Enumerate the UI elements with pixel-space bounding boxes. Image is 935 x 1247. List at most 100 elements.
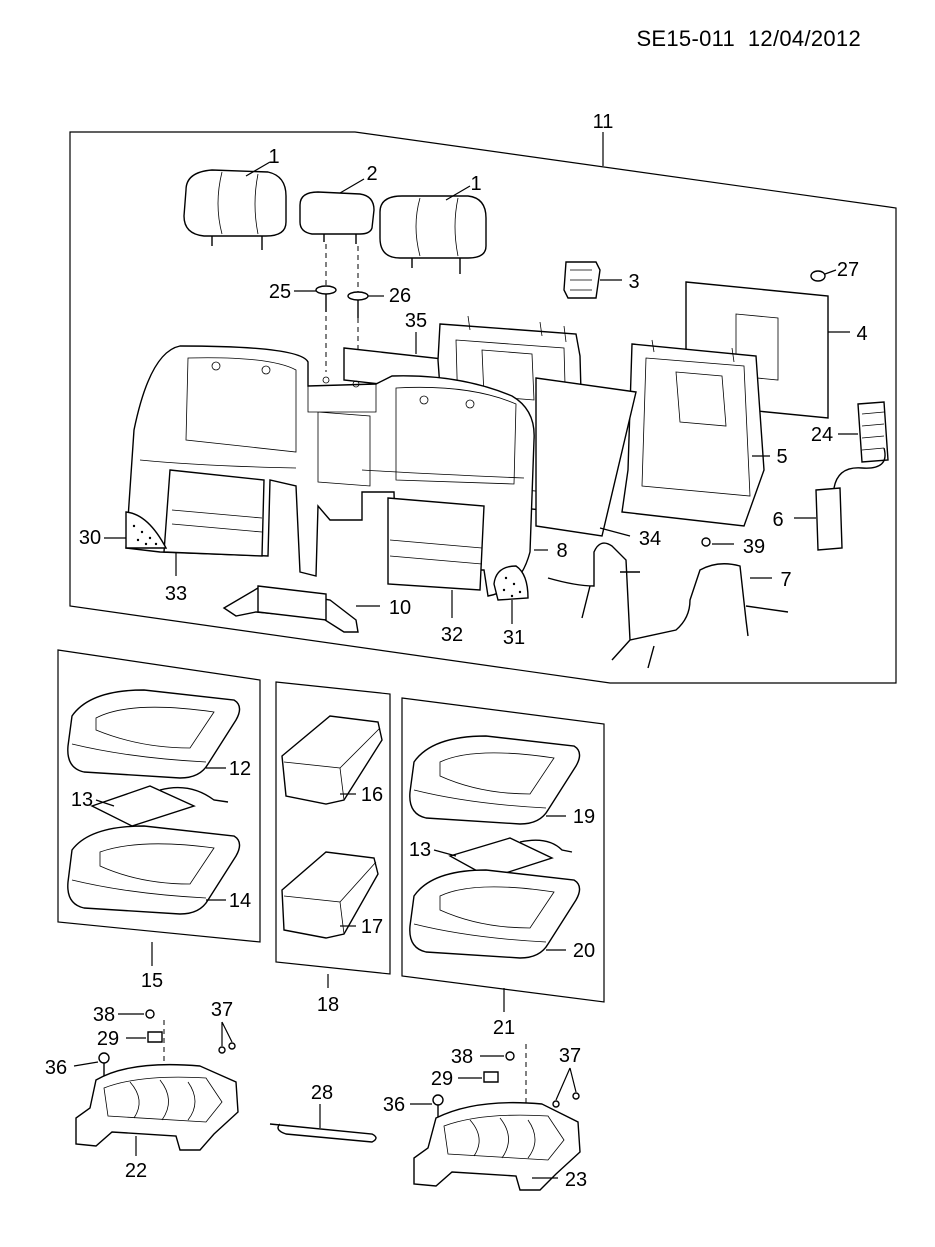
leader-37b [555,1067,577,1101]
pocket-panel-32[interactable] [387,497,485,591]
callout-15: 15 [141,970,163,992]
callout-30: 30 [79,527,101,549]
latch-release-3[interactable] [563,261,601,299]
seat-frame-23[interactable] [413,1101,581,1191]
heater-pad-13a[interactable] [90,785,229,827]
cap-27[interactable] [810,270,826,282]
leader-13b [433,849,457,857]
cushion-pad-14[interactable] [67,825,241,915]
module-6[interactable] [815,487,843,551]
callout-34: 34 [639,528,661,550]
callout-19: 19 [573,806,595,828]
callout-33: 33 [165,583,187,605]
callout-31: 31 [503,627,525,649]
callout-22: 22 [125,1160,147,1182]
leader-34 [599,527,631,537]
callout-3: 3 [628,271,639,293]
nut-38a[interactable] [145,1009,155,1019]
callout-26: 26 [389,285,411,307]
callout-37b: 37 [559,1045,581,1067]
seat-frame-22[interactable] [75,1063,239,1151]
callout-23: 23 [565,1169,587,1191]
leader-13a [95,799,115,807]
callout-17: 17 [361,916,383,938]
clip-29a[interactable] [147,1031,163,1043]
callout-1a: 1 [268,146,279,168]
callout-21: 21 [493,1017,515,1039]
wire-rod-28[interactable] [269,1123,377,1143]
bolt-36b[interactable] [432,1094,444,1118]
screw-39[interactable] [701,537,711,547]
pad-31-dots [502,576,522,598]
leader-37a [221,1021,233,1046]
pad-30[interactable] [125,511,168,549]
callout-27: 27 [837,259,859,281]
callout-10: 10 [389,597,411,619]
callout-18: 18 [317,994,339,1016]
callout-4: 4 [856,323,867,345]
callout-32: 32 [441,624,463,646]
callout-1b: 1 [470,173,481,195]
seatback-frame-right[interactable] [621,339,765,527]
diagram-code: SE15-011 [636,26,736,51]
cushion-kit-15-frame [57,649,261,943]
cushion-pad-20[interactable] [409,869,581,959]
callout-24: 24 [811,424,833,446]
control-module-10[interactable] [222,585,359,633]
headrest-left[interactable] [183,169,287,250]
callout-25: 25 [269,281,291,303]
cushion-kit-21-frame [401,697,605,1003]
callout-39: 39 [743,536,765,558]
leader-36a [73,1061,99,1067]
headrest-guide-25[interactable] [315,285,337,312]
leader-2 [339,178,365,194]
cushion-cover-12[interactable] [67,689,241,779]
callout-6: 6 [772,509,783,531]
armrest-cover-16[interactable] [281,715,383,805]
pocket-panel-33[interactable] [163,469,265,557]
callout-36b: 36 [383,1094,405,1116]
callout-37a: 37 [211,999,233,1021]
pad-30-dots [132,524,158,546]
callout-29b: 29 [431,1068,453,1090]
module-24[interactable] [857,401,889,463]
wiring-harness-7[interactable] [547,542,789,669]
callout-2: 2 [366,163,377,185]
headrest-right[interactable] [379,195,487,274]
armrest-pad-17[interactable] [281,851,379,939]
leader-27 [824,269,837,275]
seatback-assembly-frame [69,131,897,684]
callout-16: 16 [361,784,383,806]
callout-13a: 13 [71,789,93,811]
callout-28: 28 [311,1082,333,1104]
callout-35: 35 [405,310,427,332]
pad-34[interactable] [535,377,637,537]
callout-38a: 38 [93,1004,115,1026]
leader-1a [245,161,271,177]
cable-6 [833,447,886,489]
callout-8: 8 [556,540,567,562]
clip-37a[interactable] [218,1042,236,1054]
callout-20: 20 [573,940,595,962]
callout-38b: 38 [451,1046,473,1068]
cushion-cover-19[interactable] [409,735,581,825]
diagram-reference: SE15-011 12/04/2012 [636,26,861,52]
bolt-36a[interactable] [98,1052,110,1076]
callout-12: 12 [229,758,251,780]
headrest-center[interactable] [299,191,375,244]
armrest-kit-18-frame [275,681,391,975]
callout-7: 7 [780,569,791,591]
callout-14: 14 [229,890,251,912]
clip-37b[interactable] [552,1092,580,1108]
callout-29a: 29 [97,1028,119,1050]
callout-13b: 13 [409,839,431,861]
callout-5: 5 [776,446,787,468]
callout-36a: 36 [45,1057,67,1079]
headrest-guide-26[interactable] [347,291,369,318]
leader-1b [445,185,471,201]
diagram-date: 12/04/2012 [747,26,861,51]
nut-38b[interactable] [505,1051,515,1061]
callout-11: 11 [593,111,614,133]
clip-29b[interactable] [483,1071,499,1083]
